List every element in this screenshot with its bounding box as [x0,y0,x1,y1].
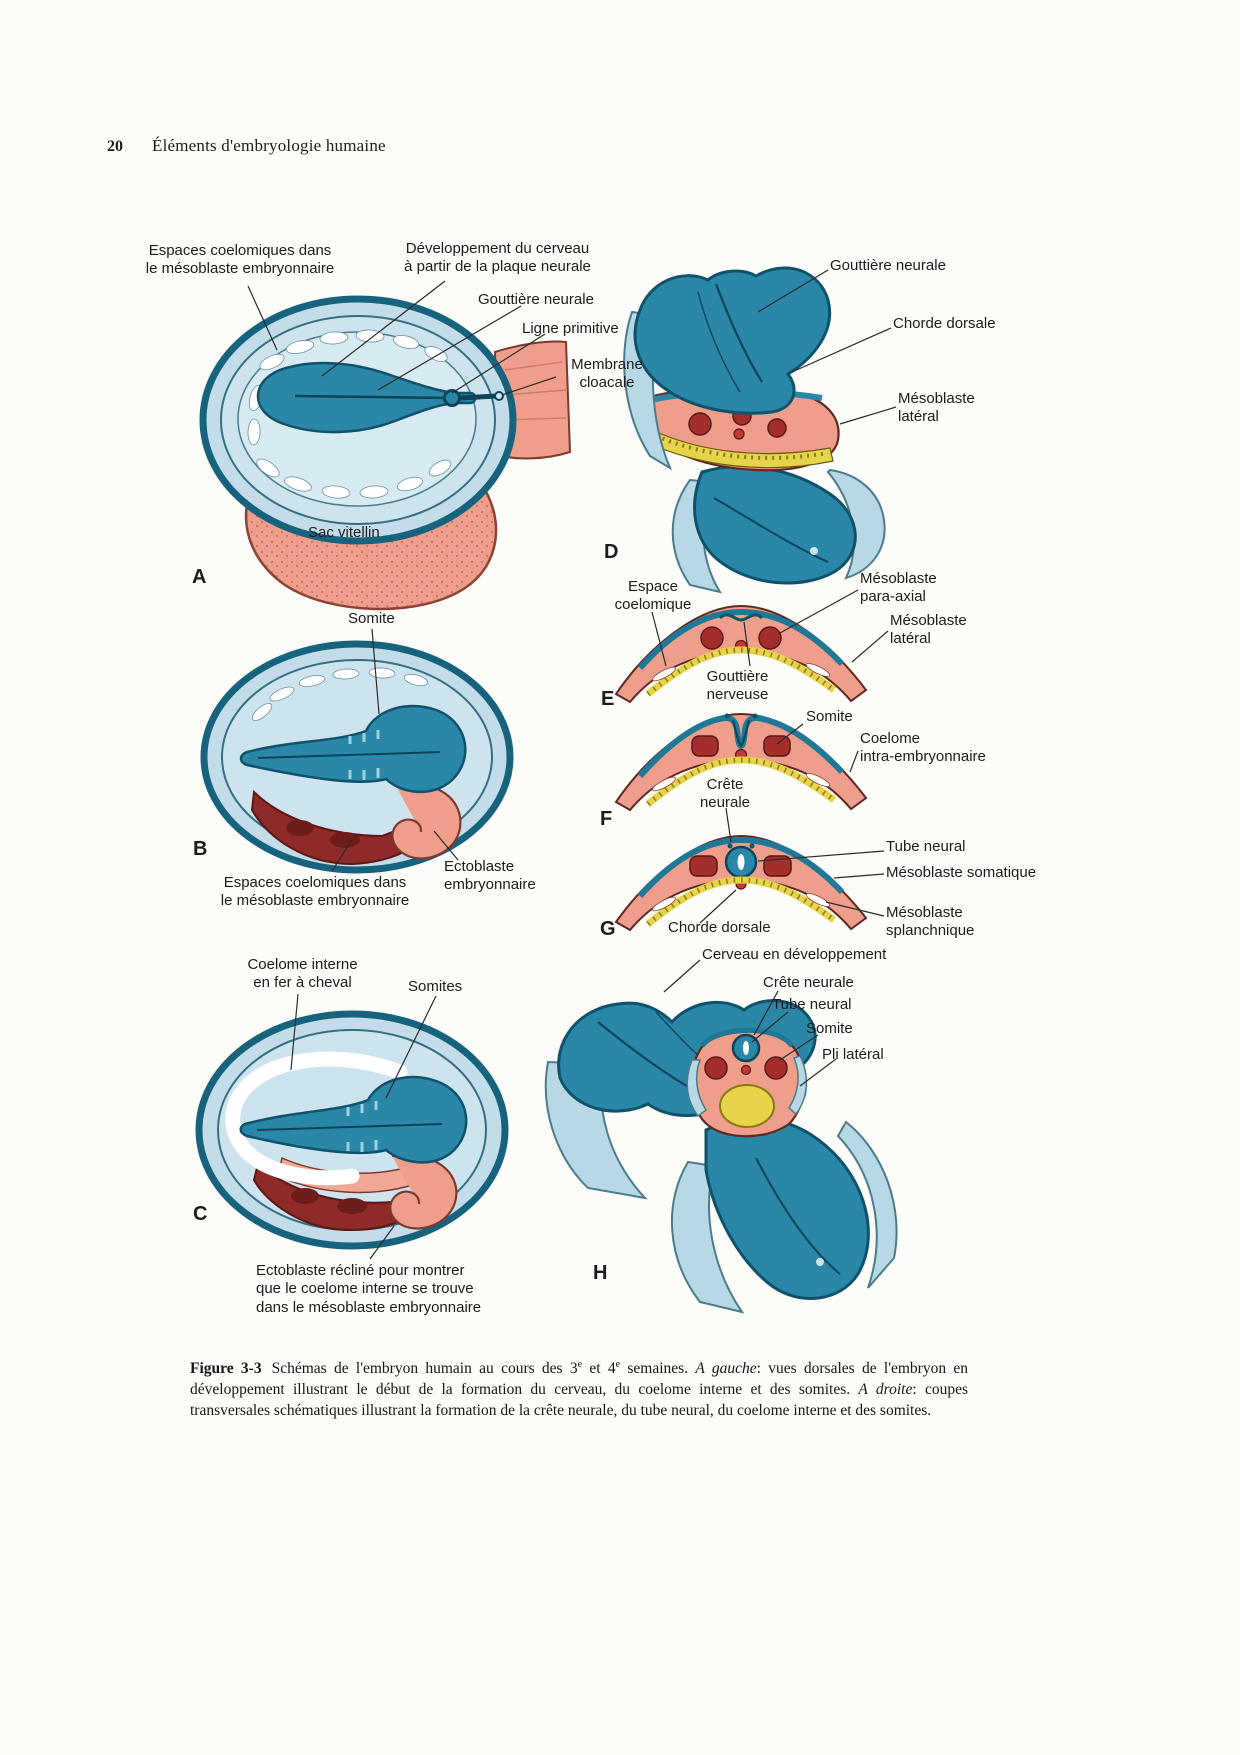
caption-figure-label: Figure 3-3 [190,1359,262,1377]
drawing-a [199,295,572,611]
panel-letter-b: B [193,838,208,860]
caption-text: et 4 [582,1359,616,1377]
label-cerveau-developpement: Cerveau en développement [702,946,887,963]
label-crete-neurale-f: Crête neurale [699,776,751,812]
drawing-b [200,640,514,874]
label-crete-neurale-h: Crête neurale [763,974,854,991]
label-somites-c: Somites [408,978,463,995]
label-tube-neural-h: Tube neural [772,996,852,1013]
label-mesoblaste-lateral-d: Mésoblaste latéral [898,390,975,426]
label-mesoblaste-para-axial: Mésoblaste para-axial [860,570,937,606]
label-coelome-interne: Coelome interne en fer à cheval [247,956,358,992]
label-ligne-primitive: Ligne primitive [522,320,619,337]
drawing-d [623,266,886,594]
drawing-h [544,999,898,1314]
drawing-c [195,1010,509,1250]
label-gouttiere-neurale-a: Gouttière neurale [478,291,594,308]
caption-text: Schémas de l'embryon humain au cours des… [271,1359,578,1377]
label-developpement-cerveau: Développement du cerveau à partir de la … [404,240,591,276]
panel-letter-h: H [593,1262,608,1284]
label-membrane-cloacale: Membrane cloacale [571,356,643,392]
caption-italic: A droite [858,1380,913,1398]
label-chorde-dorsale-d: Chorde dorsale [893,315,996,332]
caption-text: : vues dorsales de l'embryon en développ… [190,1359,969,1398]
label-tube-neural-g: Tube neural [886,838,966,855]
label-espace-coelomique: Espace coelomique [614,578,692,614]
label-mesoblaste-lateral-e: Mésoblaste latéral [890,612,967,648]
caption-superscript: e [577,1358,583,1370]
label-mesoblaste-somatique: Mésoblaste somatique [886,864,1037,881]
label-mesoblaste-splanchnique: Mésoblaste splanchnique [886,904,975,940]
label-gouttiere-nerveuse: Gouttière nerveuse [706,668,769,704]
label-ectoblaste-recline: Ectoblaste récliné pour montrer que le c… [256,1262,482,1316]
caption-text: : coupes transversales schématiques illu… [190,1380,968,1420]
panel-letter-a: A [192,566,207,588]
leader-lines [247,269,897,1260]
panel-letter-f: F [600,808,613,830]
label-espaces-coelomiques-b: Espaces coelomiques dans le mésoblaste e… [220,874,410,910]
label-somite-f: Somite [806,708,853,725]
label-coelome-intra-embryonnaire: Coelome intra-embryonnaire [860,730,986,766]
drawing-e [614,604,868,704]
label-pli-lateral: Pli latéral [822,1046,884,1063]
caption-superscript: e [615,1358,621,1370]
label-somite-b: Somite [348,610,395,627]
caption-italic: A gauche [695,1359,757,1377]
caption-text: semaines. [620,1359,696,1377]
label-ectoblaste-embryonnaire: Ectoblaste embryonnaire [444,858,536,894]
drawing-f [614,712,868,812]
panel-letter-g: G [600,918,616,940]
page-number: 20 [107,138,123,155]
panel-letter-c: C [193,1203,208,1225]
running-title: Éléments d'embryologie humaine [152,136,386,155]
figure-caption: Figure 3-3 Schémas de l'embryon humain au… [190,1358,968,1422]
panel-letter-e: E [601,688,615,710]
label-chorde-dorsale-g: Chorde dorsale [668,919,771,936]
label-sac-vitellin: Sac vitellin [308,524,380,541]
drawing-g [614,834,868,932]
panel-letter-d: D [604,541,619,563]
label-espaces-coelomiques-a: Espaces coelomiques dans le mésoblaste e… [145,242,335,278]
label-somite-h: Somite [806,1020,853,1037]
label-gouttiere-neurale-d: Gouttière neurale [830,257,946,274]
